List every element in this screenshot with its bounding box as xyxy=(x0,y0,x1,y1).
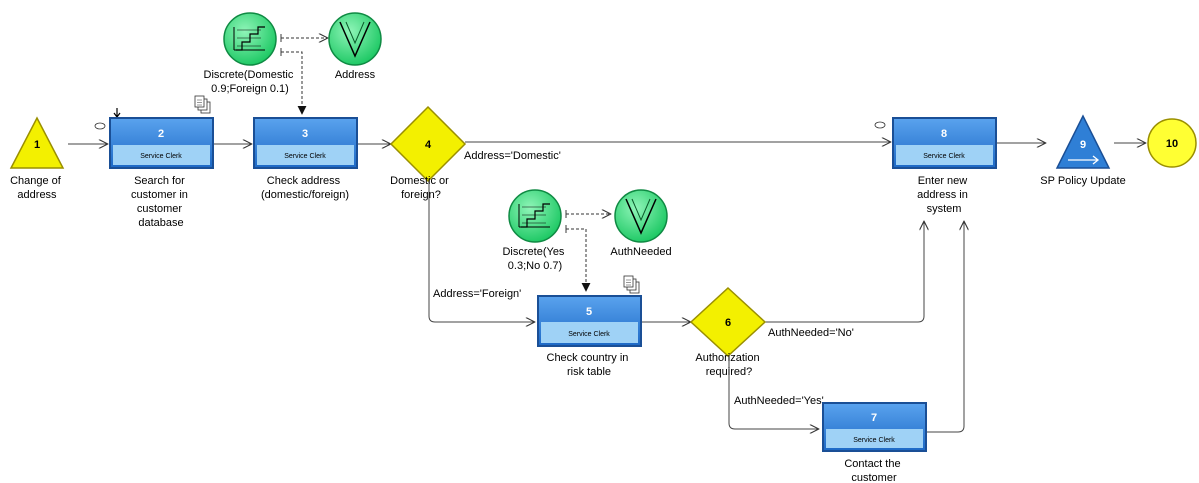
node-number: 1 xyxy=(34,139,40,151)
step-function-icon xyxy=(233,26,265,51)
node-label: Authorization required? xyxy=(695,352,762,378)
random-generator-2[interactable]: Discrete(Yes 0.3;No 0.7) xyxy=(502,189,567,272)
document-stack-icon xyxy=(194,95,211,114)
node-label: Search for customer in customer database xyxy=(131,175,191,229)
node-label: Contact the customer xyxy=(844,458,903,483)
node-number: 3 xyxy=(302,128,308,140)
node-label: Check country in risk table xyxy=(547,352,632,378)
decision-4[interactable]: 4 Domestic or foreign? xyxy=(389,105,467,201)
random-label: Discrete(Yes 0.3;No 0.7) xyxy=(502,246,567,272)
v-check-icon xyxy=(625,198,657,235)
node-label: Enter new address in system xyxy=(917,175,971,215)
role-label: Service Clerk xyxy=(853,437,895,444)
task-3[interactable]: 3 Service Clerk Check address (domestic/… xyxy=(253,117,358,201)
step-function-icon xyxy=(518,203,550,228)
random-label: Discrete(Domestic 0.9;Foreign 0.1) xyxy=(204,69,297,95)
node-number: 5 xyxy=(586,306,592,318)
task-8[interactable]: 8 Service Clerk Enter new address in sys… xyxy=(874,117,997,215)
start-event-1[interactable]: 1 Change of address xyxy=(9,116,65,201)
node-number: 10 xyxy=(1166,138,1178,150)
document-stack-icon xyxy=(623,275,640,294)
node-number: 9 xyxy=(1080,139,1086,151)
node-number: 4 xyxy=(425,139,432,151)
v-check-icon xyxy=(339,21,371,58)
edge-label-auth-yes: AuthNeeded='Yes' xyxy=(734,395,824,407)
edges: Address='Domestic' Address='Foreign' Aut… xyxy=(68,38,1145,432)
node-label: Change of address xyxy=(10,175,64,201)
role-label: Service Clerk xyxy=(568,331,610,338)
role-label: Service Clerk xyxy=(923,153,965,160)
edge-6-8[interactable] xyxy=(765,222,924,323)
node-number: 2 xyxy=(158,128,164,140)
node-label: Domestic or foreign? xyxy=(390,175,452,201)
edge-6-7[interactable] xyxy=(728,355,818,429)
node-label: Check address (domestic/foreign) xyxy=(261,175,349,201)
task-7[interactable]: 7 Service Clerk Contact the customer xyxy=(822,402,927,483)
end-event-10[interactable]: 10 xyxy=(1147,118,1197,168)
attribute-label: AuthNeeded xyxy=(610,246,671,258)
attribute-authneeded[interactable]: AuthNeeded xyxy=(610,189,672,258)
node-number: 8 xyxy=(941,128,947,140)
random-link-r2-5 xyxy=(565,225,591,292)
attribute-address[interactable]: Address xyxy=(328,12,382,81)
attribute-label: Address xyxy=(335,69,376,81)
edge-label-foreign: Address='Foreign' xyxy=(433,288,521,300)
edge-label-domestic: Address='Domestic' xyxy=(464,150,561,162)
node-number: 7 xyxy=(871,412,877,424)
random-link-r1-3 xyxy=(280,48,307,115)
arrow-right-icon xyxy=(1068,155,1100,165)
random-generator-1[interactable]: Discrete(Domestic 0.9;Foreign 0.1) xyxy=(204,12,297,95)
down-arrow-icon xyxy=(113,108,121,118)
edge-7-8[interactable] xyxy=(926,222,964,433)
batch-icon xyxy=(94,122,106,130)
decision-6[interactable]: 6 Authorization required? xyxy=(689,286,767,378)
role-label: Service Clerk xyxy=(284,153,326,160)
role-label: Service Clerk xyxy=(140,153,182,160)
batch-icon xyxy=(874,121,886,129)
subprocess-9[interactable]: 9 SP Policy Update xyxy=(1040,114,1126,187)
edge-4-5[interactable] xyxy=(428,176,534,322)
task-2[interactable]: 2 Service Clerk Search for customer in c… xyxy=(94,95,214,229)
edge-label-auth-no: AuthNeeded='No' xyxy=(768,327,854,339)
node-number: 6 xyxy=(725,317,731,329)
node-label: SP Policy Update xyxy=(1040,175,1125,187)
task-5[interactable]: 5 Service Clerk Check country in risk ta… xyxy=(537,275,642,378)
